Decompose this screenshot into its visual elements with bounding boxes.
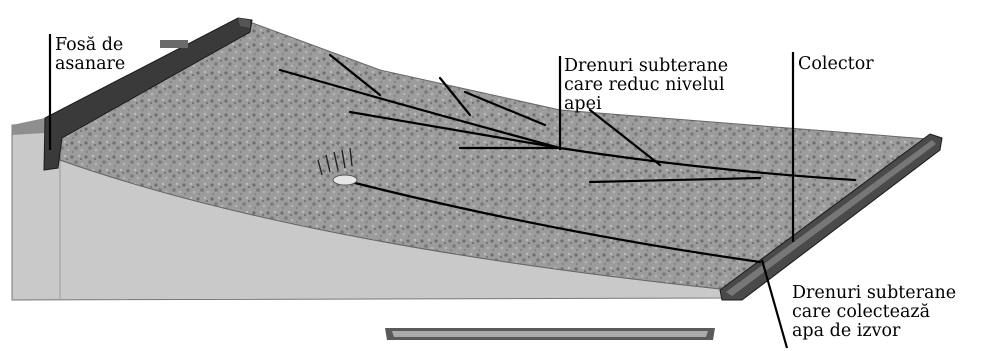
label-colector: Colector (798, 55, 874, 74)
label-fosa-de-asanare: Fosă de asanare (55, 36, 125, 74)
label-drenuri-izvor: Drenuri subterane care colectează apa de… (792, 284, 956, 341)
label-drenuri-nivel: Drenuri subterane care reduc nivelul ape… (564, 57, 728, 114)
